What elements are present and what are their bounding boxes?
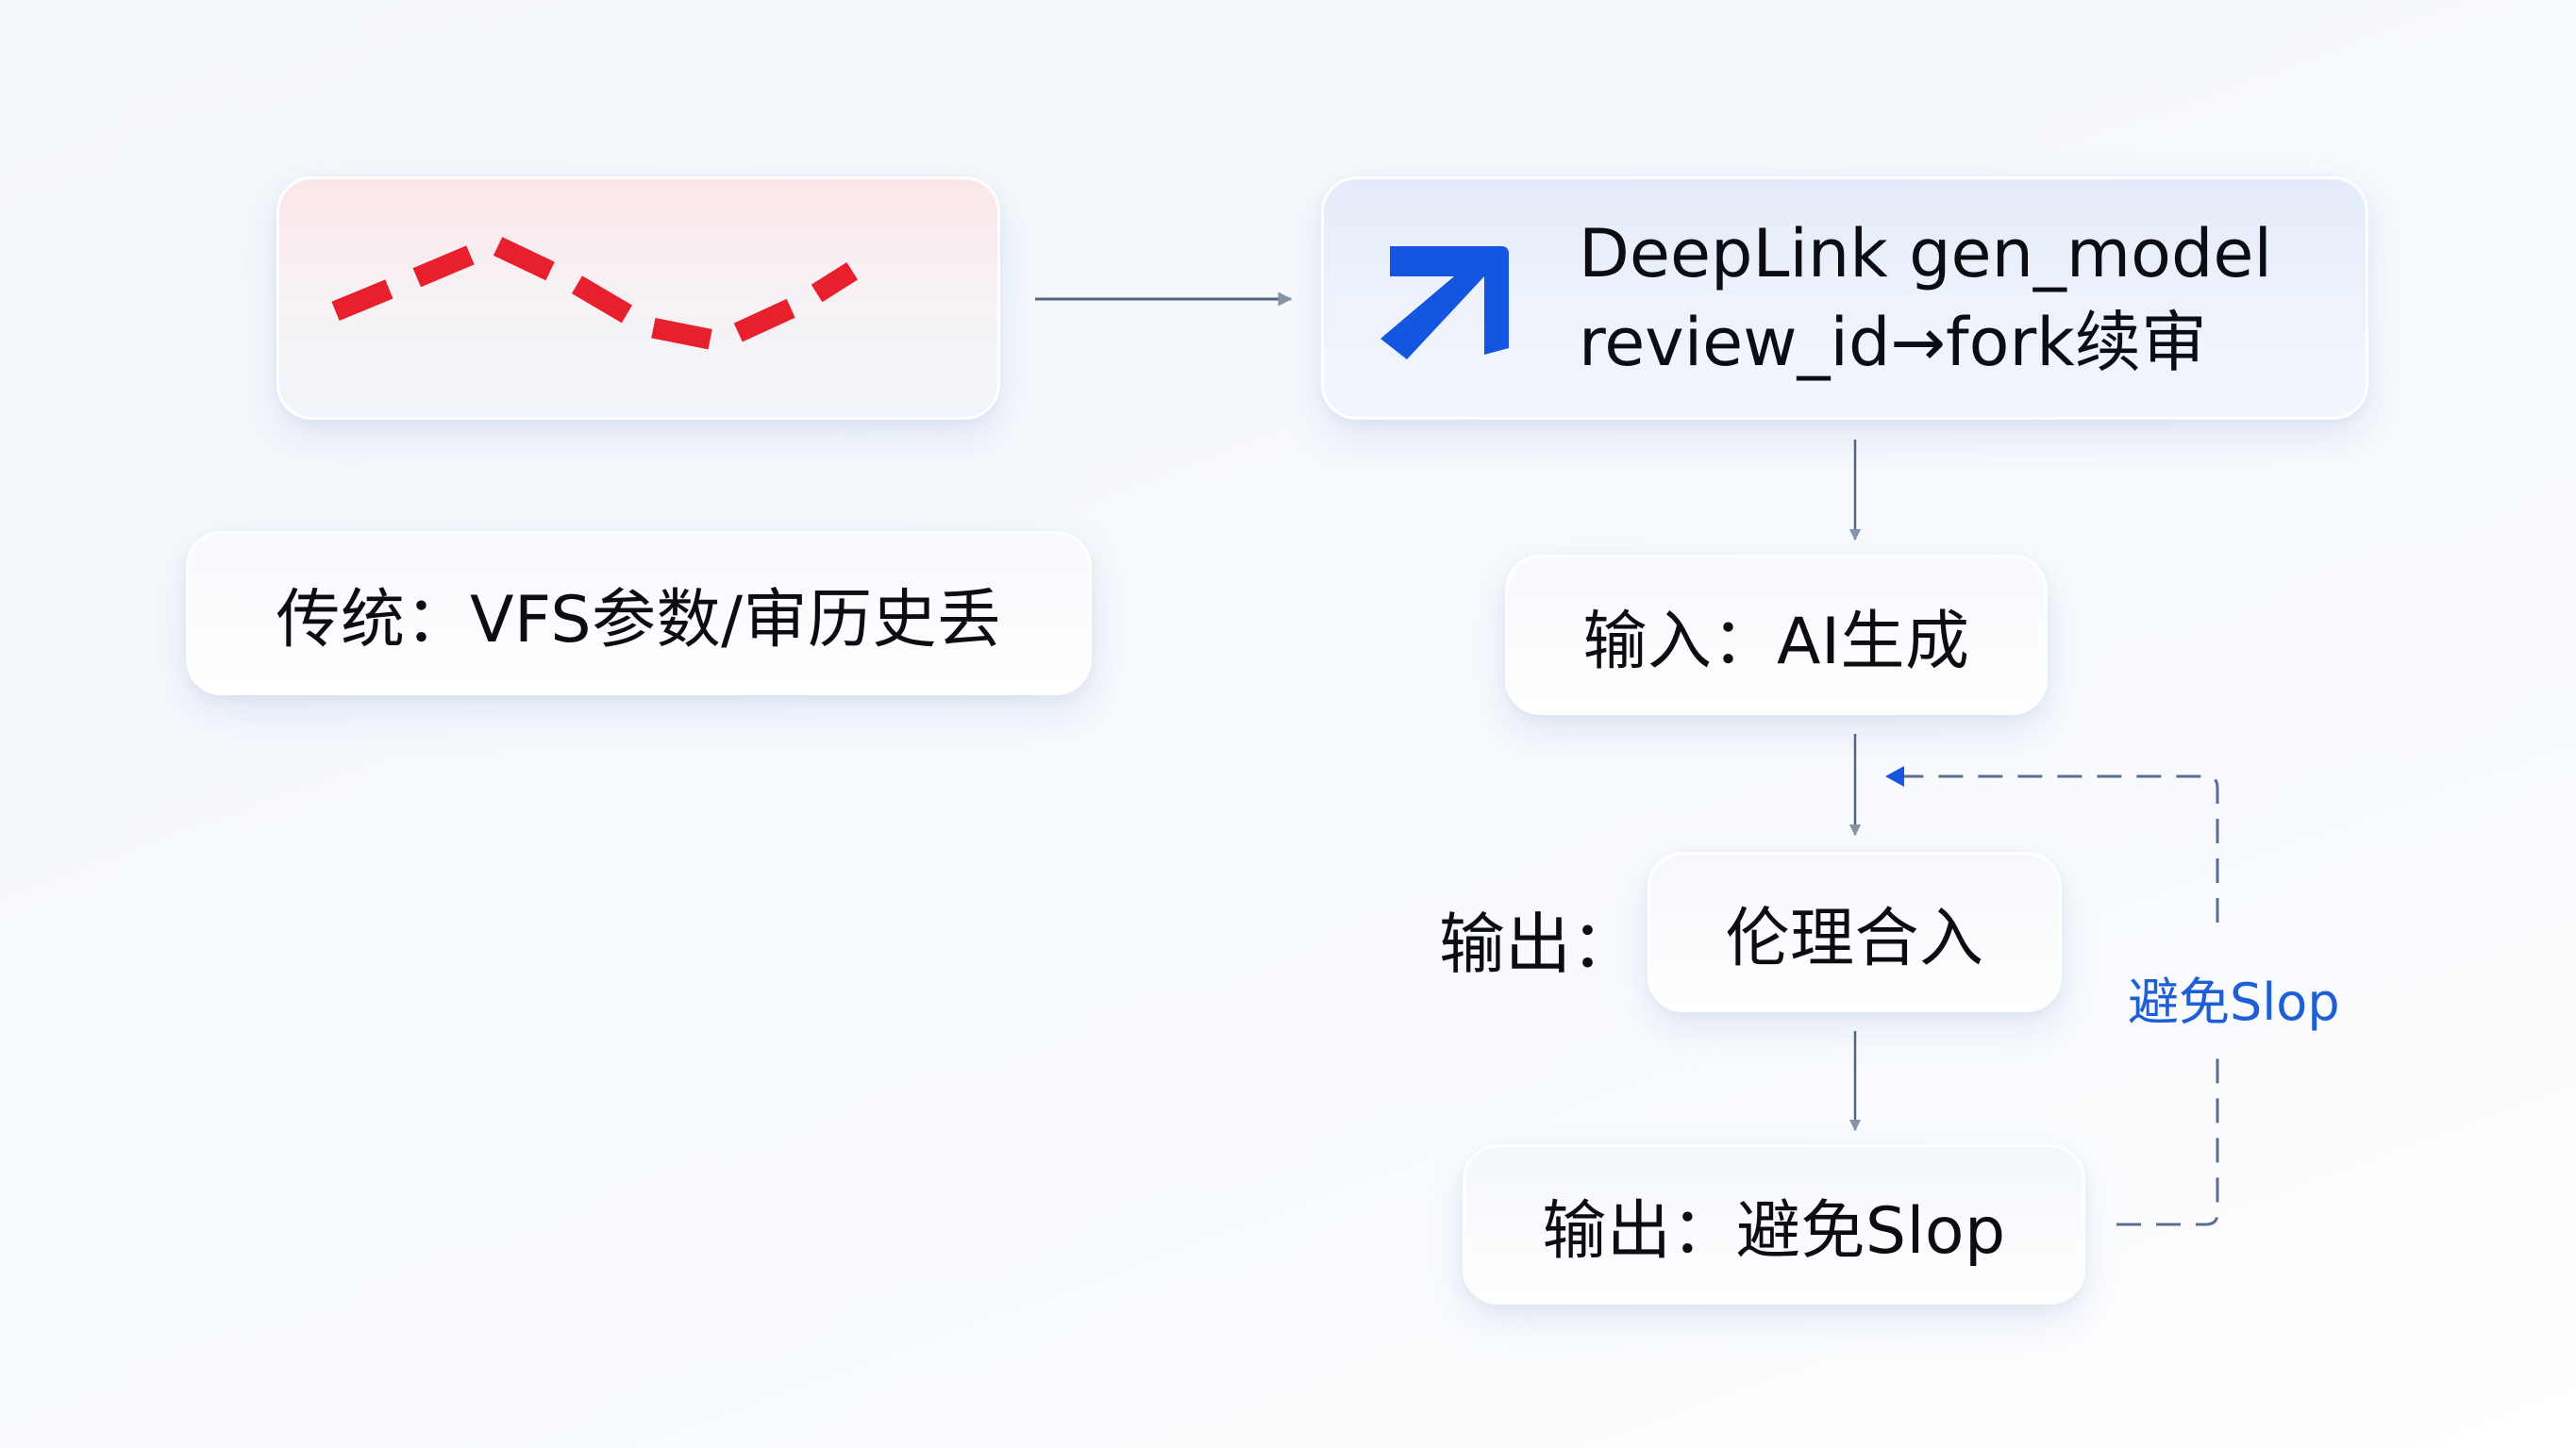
loop-label: 避免Slop — [2128, 973, 2340, 1032]
traditional-text: 传统：VFS参数/审历史丢 — [276, 582, 1002, 657]
input-step-node: 输入：AI生成 — [1505, 555, 2048, 715]
deeplink-solution-card: DeepLink gen_model review_id→fork续审 — [1321, 176, 2368, 420]
traditional-card: 传统：VFS参数/审历史丢 — [186, 531, 1092, 695]
output-step-text: 输出：避免Slop — [1542, 1193, 2006, 1269]
ethics-step-node: 伦理合入 — [1648, 852, 2062, 1012]
feedback-arrowhead — [1885, 766, 1904, 787]
broken-trend-line — [331, 233, 859, 353]
deeplink-line-2: review_id→fork续审 — [1579, 304, 2207, 381]
ethics-step-text: 伦理合入 — [1725, 901, 1984, 976]
input-step-text: 输入：AI生成 — [1582, 604, 1970, 679]
output-step-node: 输出：避免Slop — [1463, 1144, 2085, 1305]
problem-card — [276, 176, 1000, 420]
deeplink-description: DeepLink gen_model review_id→fork续审 — [1579, 209, 2272, 387]
broken-trend-line-icon — [331, 233, 859, 353]
deeplink-line-1: DeepLink gen_model — [1579, 215, 2272, 292]
arrow-up-right-icon — [1380, 246, 1509, 359]
output-prefix-label: 输出： — [1439, 906, 1637, 983]
